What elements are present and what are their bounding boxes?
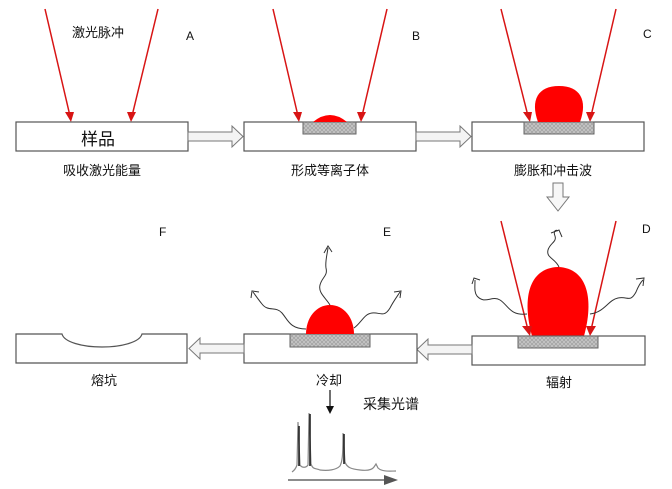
emission-wave-right — [353, 291, 401, 329]
emission-arrowhead — [393, 290, 402, 299]
caption-cooling: 冷却 — [316, 374, 343, 389]
spectrum-label: 采集光谱 — [363, 397, 419, 413]
emission-wave-up — [547, 229, 560, 268]
plasma-plume — [313, 115, 347, 122]
spectrum-axis-arrowhead — [384, 475, 398, 485]
panel-b — [243, 8, 417, 152]
caption-absorb: 吸收激光能量 — [63, 164, 142, 179]
laser-beam-left — [500, 220, 529, 331]
panel-c — [471, 8, 645, 152]
collect-arrowhead — [326, 406, 334, 414]
laser-beam-left — [272, 8, 299, 117]
flow-arrow-right — [415, 124, 472, 149]
panel-e — [243, 245, 418, 364]
sample-block — [243, 333, 418, 364]
laser-arrowhead — [586, 112, 595, 122]
panel-letter-b: B — [412, 29, 421, 43]
laser-arrowhead — [586, 326, 596, 336]
laser-beam-right — [590, 8, 617, 117]
panel-letter-a: A — [186, 29, 195, 43]
emission-wave-right — [589, 279, 644, 315]
laser-beam-left — [500, 8, 529, 117]
ablation-zone — [517, 335, 599, 349]
panel-a — [15, 8, 189, 152]
sample-block — [15, 121, 189, 152]
flow-arrow-down — [545, 182, 571, 212]
laser-arrowhead — [127, 112, 136, 122]
flow-arrow-right — [187, 124, 244, 149]
emission-arrowhead — [635, 277, 645, 287]
laser-arrowhead — [522, 326, 532, 336]
emission-wave-left — [474, 279, 528, 315]
panel-letter-f: F — [159, 225, 167, 239]
emission-arrowhead — [250, 290, 260, 299]
ablation-zone — [302, 121, 357, 135]
ablation-zone — [523, 121, 595, 135]
caption-plasma-formation: 形成等离子体 — [291, 164, 370, 179]
laser-pulse-label: 激光脉冲 — [72, 26, 125, 41]
laser-arrowhead — [357, 112, 366, 122]
laser-arrowhead — [65, 112, 74, 122]
spectrum-inset — [288, 390, 398, 485]
laser-beam-right — [590, 220, 617, 331]
emission-arrowhead — [550, 229, 563, 238]
emission-arrowhead — [323, 245, 333, 254]
sample-label: 样品 — [81, 130, 115, 150]
spectrum-trace — [291, 412, 397, 473]
panel-d — [471, 220, 646, 366]
emission-wave-up — [319, 247, 331, 306]
panel-letter-e: E — [383, 225, 392, 239]
caption-radiation: 辐射 — [546, 376, 573, 391]
panel-letter-d: D — [642, 222, 651, 236]
crater-block — [15, 333, 188, 364]
laser-beam-left — [44, 8, 71, 117]
sample-block — [471, 121, 645, 152]
caption-crater: 熔坑 — [91, 374, 118, 389]
laser-arrowhead — [293, 112, 302, 122]
ablation-zone — [289, 333, 371, 348]
flow-arrow-left — [416, 337, 473, 362]
emission-arrowhead — [471, 277, 481, 285]
emission-wave-left — [252, 291, 307, 330]
panel-letter-c: C — [643, 27, 652, 41]
caption-expansion: 膨胀和冲击波 — [514, 164, 593, 179]
sample-block — [471, 335, 646, 366]
plasma-plume — [534, 86, 584, 122]
flow-arrow-left — [188, 336, 245, 361]
laser-beam-right — [131, 8, 159, 117]
laser-arrowhead — [523, 112, 532, 122]
panel-f — [15, 333, 188, 364]
laser-beam-right — [361, 8, 388, 117]
plasma-plume — [306, 305, 354, 334]
plasma-plume — [527, 267, 589, 336]
